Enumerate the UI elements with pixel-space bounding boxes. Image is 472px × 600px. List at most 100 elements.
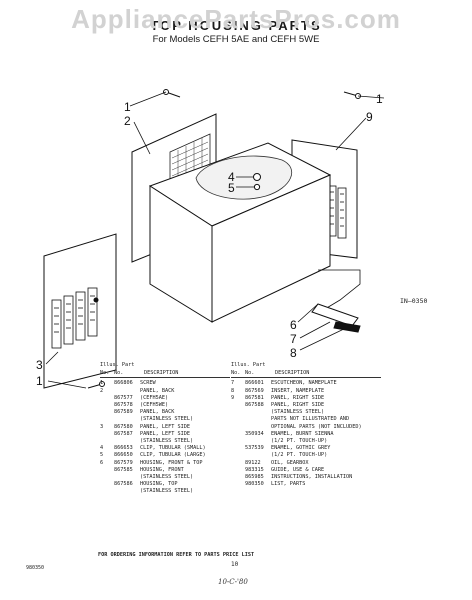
page-subtitle: For Models CEFH 5AE and CEFH 5WE [152, 34, 320, 45]
screw-top-right [343, 91, 361, 99]
description: PANEL, BACK [140, 387, 175, 394]
table-row: PARTS NOT ILLUSTRATED AND [231, 416, 381, 423]
description: PANEL, LEFT SIDE [140, 430, 190, 437]
part-no [245, 452, 271, 459]
header-part-no: No. [245, 370, 255, 377]
callout-2: 2 [124, 114, 131, 128]
table-header: No. No. DESCRIPTION [100, 370, 230, 379]
description: ESCUTCHEON, NAMEPLATE [271, 380, 337, 387]
description: OIL, GEARBOX [271, 459, 309, 466]
table-row: 865985 INSTRUCTIONS, INSTALLATION [231, 474, 381, 481]
part-no: 867578 [114, 402, 133, 409]
part-no: 867577 [114, 394, 133, 401]
part-no: 867581 [245, 394, 264, 401]
description: (CEFH5AE) [140, 394, 169, 401]
watermark: AppliancePartsPros.com [71, 4, 401, 34]
callout-9: 9 [366, 110, 373, 124]
part-no [245, 438, 271, 445]
part-no: 983315 [245, 466, 264, 473]
illus-no [231, 431, 245, 438]
header-part-no: No. [114, 370, 124, 377]
table-row: 983315 GUIDE, USE & CARE [231, 467, 381, 474]
nameplate-escutcheon [311, 303, 359, 327]
description: PANEL, BACK [140, 409, 175, 416]
illus-no: 5 [100, 452, 104, 459]
callout-4: 4 [228, 170, 235, 184]
description: (CEFH5WE) [140, 402, 169, 409]
part-no: 866806 [114, 380, 133, 387]
illus-no [100, 395, 114, 402]
description: SCREW [140, 380, 156, 387]
table-row: 867589 PANEL, BACK [100, 409, 230, 416]
clips [253, 173, 261, 191]
description: (STAINLESS STEEL) [140, 416, 194, 423]
part-no: 866653 [114, 445, 133, 452]
callout-3: 3 [36, 358, 43, 372]
part-no: 867589 [114, 409, 133, 416]
part-no [245, 424, 271, 431]
description: HOUSING, FRONT & TOP [140, 459, 203, 466]
illus-no: 9 [231, 394, 235, 401]
description: (1/2 PT. TOUCH-UP) [271, 452, 328, 459]
table-row: 867578 (CEFH5WE) [100, 402, 230, 409]
cord [318, 269, 361, 313]
table-row: (STAINLESS STEEL) [100, 416, 230, 423]
illus-no [231, 402, 245, 409]
callout-1-bottom: 1 [36, 374, 43, 388]
part-no [114, 416, 140, 423]
description: CLIP, TUBULAR (LARGE) [140, 452, 206, 459]
table-row: (STAINLESS STEEL) [100, 488, 230, 495]
table-header-top: Illus. Part [231, 362, 266, 368]
nameplate-insert [333, 321, 361, 333]
header-illus-no: No. [100, 370, 110, 377]
illus-no [231, 452, 245, 459]
callout-1-top: 1 [124, 100, 131, 114]
part-no [114, 474, 140, 481]
part-no: 867580 [114, 423, 133, 430]
illus-no: 4 [100, 445, 104, 452]
illus-no [231, 424, 245, 431]
illus-no: 2 [100, 387, 104, 394]
callout-7: 7 [290, 332, 297, 346]
description: HOUSING, FRONT [140, 466, 184, 473]
illus-no [100, 474, 114, 481]
leader-lines [45, 91, 385, 389]
part-no [245, 416, 271, 423]
description: (STAINLESS STEEL) [140, 474, 194, 481]
illus-no [231, 416, 245, 423]
document-code: 980350 [26, 565, 45, 571]
table-row: (STAINLESS STEEL) [100, 438, 230, 445]
illus-no [231, 438, 245, 445]
part-no: 865985 [245, 474, 264, 481]
illus-no: 6 [100, 459, 104, 466]
part-no: 867586 [114, 481, 133, 488]
description: PARTS NOT ILLUSTRATED AND [271, 416, 350, 423]
table-row: 867577 (CEFH5AE) [100, 395, 230, 402]
screw-top-left [163, 89, 181, 98]
description: LIST, PARTS [271, 481, 306, 488]
callout-6: 6 [290, 318, 297, 332]
callout-5: 5 [228, 181, 235, 195]
part-no: 89122 [245, 459, 261, 466]
table-row: (STAINLESS STEEL) [100, 474, 230, 481]
screw-bottom-left [87, 381, 105, 389]
description: (STAINLESS STEEL) [271, 409, 325, 416]
description: GUIDE, USE & CARE [271, 466, 325, 473]
illus-no [100, 409, 114, 416]
illus-no [231, 481, 245, 488]
description: PANEL, RIGHT SIDE [271, 402, 325, 409]
description: PANEL, LEFT SIDE [140, 423, 190, 430]
header-description: DESCRIPTION [275, 370, 310, 377]
left-side-panel [43, 233, 117, 389]
description: INSTRUCTIONS, INSTALLATION [271, 474, 353, 481]
illus-no [100, 416, 114, 423]
footer-note: FOR ORDERING INFORMATION REFER TO PARTS … [98, 552, 255, 558]
